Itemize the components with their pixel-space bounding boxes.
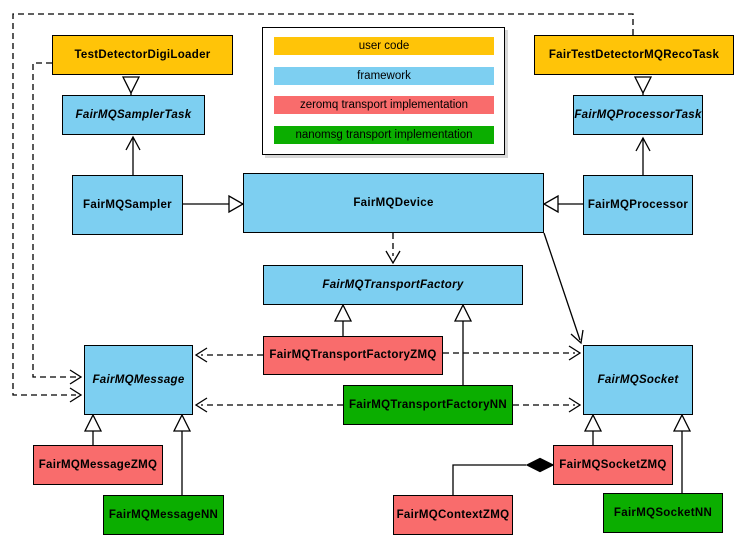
class-box-fairmqprocessortask: FairMQProcessorTask [573, 95, 703, 135]
class-label-fairmqcontextzmq: FairMQContextZMQ [396, 508, 510, 521]
class-box-fairmqtransportfactory: FairMQTransportFactory [263, 265, 523, 305]
edge-recotask-processortask [633, 76, 653, 95]
class-box-fairmqsocketnn: FairMQSocketNN [603, 493, 723, 533]
edge-digiloader-samplertask [121, 76, 141, 95]
edge-socketnn-socket [672, 413, 692, 493]
legend-item-user-code: user code [274, 37, 494, 55]
class-label-fairmqsocketnn: FairMQSocketNN [613, 506, 713, 519]
class-label-fairmqsamplertask: FairMQSamplerTask [75, 108, 192, 121]
class-label-fairmqtransportfactory: FairMQTransportFactory [322, 278, 464, 291]
class-box-fairmqdevice: FairMQDevice [243, 173, 544, 233]
class-box-fairmqtransportfactoryzmq: FairMQTransportFactoryZMQ [263, 336, 443, 375]
class-label-fairmqsocketzmq: FairMQSocketZMQ [559, 458, 667, 471]
class-box-fairmqcontextzmq: FairMQContextZMQ [393, 495, 513, 535]
legend-item-zeromq: zeromq transport implementation [274, 96, 494, 114]
class-label-fairmqmessagenn: FairMQMessageNN [108, 508, 219, 521]
class-box-fairmqmessagenn: FairMQMessageNN [103, 495, 224, 535]
edge-recotask-message [12, 13, 634, 403]
edge-sampler-device [183, 194, 245, 214]
edge-digiloader-message [32, 62, 83, 385]
edge-processor-processortask [635, 136, 651, 175]
class-label-fairtestdetectormqrecotask: FairTestDetectorMQRecoTask [548, 48, 720, 61]
edge-contextzmq-socketzmq [452, 457, 555, 495]
edge-socketzmq-socket [583, 413, 603, 445]
class-label-fairmqprocessor: FairMQProcessor [587, 198, 689, 211]
edge-device-socket [543, 232, 584, 345]
edge-processor-device [542, 194, 583, 214]
class-box-fairmqsocket: FairMQSocket [583, 345, 693, 415]
class-label-fairmqmessage: FairMQMessage [92, 373, 185, 386]
edge-device-transportfactory [385, 233, 401, 265]
class-box-fairmqmessage: FairMQMessage [84, 345, 193, 415]
class-box-testdetectordigiloader: TestDetectorDigiLoader [52, 35, 233, 75]
edge-tfnn-message [194, 397, 343, 413]
legend-item-nanomsg: nanomsg transport implementation [274, 126, 494, 144]
class-label-testdetectordigiloader: TestDetectorDigiLoader [74, 48, 211, 61]
class-box-fairmqtransportfactorynn: FairMQTransportFactoryNN [343, 385, 513, 425]
edge-tfnn-socket [513, 397, 582, 413]
class-box-fairmqprocessor: FairMQProcessor [583, 175, 693, 235]
class-box-fairmqsocketzmq: FairMQSocketZMQ [553, 445, 673, 485]
class-box-fairmqmessagezmq: FairMQMessageZMQ [33, 445, 163, 485]
edge-messagenn-message [172, 413, 192, 495]
class-label-fairmqdevice: FairMQDevice [353, 196, 434, 209]
edge-tfzmq-socket [443, 345, 582, 361]
class-label-fairmqtransportfactorynn: FairMQTransportFactoryNN [348, 398, 507, 411]
class-label-fairmqmessagezmq: FairMQMessageZMQ [38, 458, 158, 471]
legend-box: user code framework zeromq transport imp… [262, 27, 505, 155]
class-label-fairmqtransportfactoryzmq: FairMQTransportFactoryZMQ [269, 349, 437, 362]
class-box-fairmqsamplertask: FairMQSamplerTask [62, 95, 205, 135]
class-box-fairtestdetectormqrecotask: FairTestDetectorMQRecoTask [534, 35, 734, 75]
class-label-fairmqsampler: FairMQSampler [83, 198, 172, 211]
class-box-fairmqsampler: FairMQSampler [72, 175, 183, 235]
legend-item-framework: framework [274, 67, 494, 85]
edge-sampler-samplertask [125, 135, 141, 175]
edge-messagezmq-message [83, 413, 103, 445]
edge-tfzmq-transportfactory [333, 303, 353, 336]
class-label-fairmqsocket: FairMQSocket [597, 373, 679, 386]
class-label-fairmqprocessortask: FairMQProcessorTask [574, 108, 702, 121]
edge-tfzmq-message [194, 347, 263, 363]
edge-tfnn-transportfactory [453, 303, 473, 385]
